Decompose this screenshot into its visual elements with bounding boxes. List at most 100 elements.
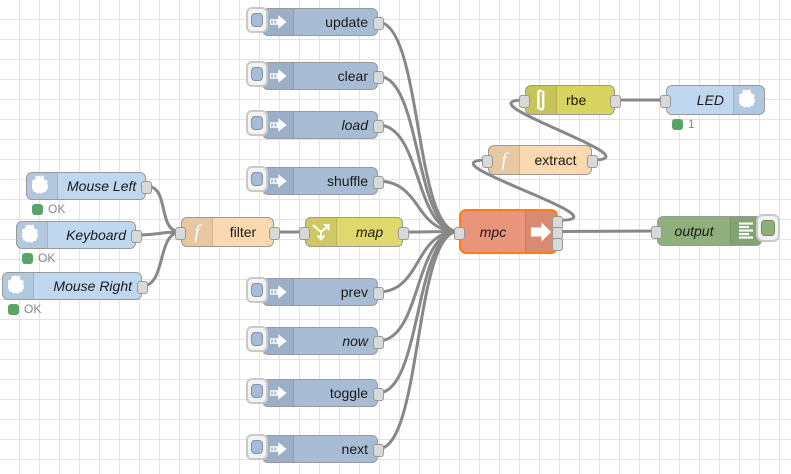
inject-button-update[interactable] <box>246 7 268 33</box>
inject-button-toggle[interactable] <box>246 378 268 404</box>
output-port-prev-0[interactable] <box>373 286 384 300</box>
inject-arrow-icon <box>263 436 294 462</box>
function-f-icon: f <box>489 146 520 174</box>
debug-toggle-button-output[interactable] <box>756 214 780 242</box>
wire-now-to-mpc[interactable] <box>376 230 460 343</box>
node-label-rbe: rbe <box>566 92 587 108</box>
status-dot-icon <box>672 119 683 130</box>
input-port-filter[interactable] <box>175 226 186 240</box>
output-port-load-0[interactable] <box>373 119 384 133</box>
node-next[interactable]: next <box>246 434 384 463</box>
mpc-arrow-icon <box>525 211 556 252</box>
wire-map-to-mpc[interactable] <box>401 230 460 234</box>
node-label-clear: clear <box>337 68 368 84</box>
node-label-mouse-left: Mouse Left <box>67 178 137 194</box>
output-port-keyboard-0[interactable] <box>131 229 142 243</box>
output-port-mpc-2[interactable] <box>552 238 563 252</box>
inject-arrow-icon <box>263 380 294 406</box>
raspberry-pi-icon <box>3 273 34 299</box>
node-prev[interactable]: prev <box>246 277 384 306</box>
node-mouse-right[interactable]: Mouse Right <box>2 272 148 300</box>
inject-arrow-icon <box>263 168 294 194</box>
node-clear[interactable]: clear <box>246 61 384 90</box>
output-port-rbe-0[interactable] <box>610 94 621 108</box>
node-map[interactable]: map <box>299 217 409 247</box>
wire-update-to-mpc[interactable] <box>376 20 460 233</box>
node-load[interactable]: load <box>246 110 384 139</box>
output-port-clear-0[interactable] <box>373 70 384 84</box>
output-port-filter-0[interactable] <box>269 226 280 240</box>
node-label-output: output <box>674 223 714 239</box>
raspberry-pi-icon <box>27 173 58 199</box>
wire-toggle-to-mpc[interactable] <box>376 230 460 395</box>
node-label-toggle: toggle <box>329 385 368 401</box>
inject-arrow-icon <box>263 9 294 35</box>
switch-arrows-icon <box>306 218 337 246</box>
inject-button-prev[interactable] <box>246 277 268 303</box>
status-text: 1 <box>688 117 695 131</box>
output-port-mouse-right-0[interactable] <box>137 280 148 294</box>
svg-text:f: f <box>501 150 509 171</box>
node-shuffle[interactable]: shuffle <box>246 166 384 195</box>
node-toggle[interactable]: toggle <box>246 378 384 407</box>
node-update[interactable]: update <box>246 7 384 36</box>
status-badge-led: 1 <box>672 117 695 131</box>
node-extract[interactable]: f extract <box>482 145 598 175</box>
wire-load-to-mpc[interactable] <box>376 123 460 233</box>
wire-next-to-mpc[interactable] <box>376 230 460 451</box>
status-text: OK <box>48 202 66 216</box>
raspberry-pi-icon <box>733 86 764 114</box>
status-dot-icon <box>32 204 43 215</box>
inject-button-clear[interactable] <box>246 61 268 87</box>
input-port-mpc[interactable] <box>454 227 465 240</box>
input-port-led[interactable] <box>660 94 671 108</box>
node-label-mpc: mpc <box>479 223 507 240</box>
wire-mpc-to-output[interactable] <box>557 229 659 233</box>
output-port-update-0[interactable] <box>373 16 384 30</box>
output-port-extract-0[interactable] <box>587 154 598 168</box>
output-port-map-0[interactable] <box>398 226 409 240</box>
node-led[interactable]: LED <box>660 85 765 115</box>
status-badge-mouse-right: OK <box>8 303 41 315</box>
node-label-filter: filter <box>229 224 257 240</box>
inject-button-knob <box>251 384 263 398</box>
node-label-extract: extract <box>534 152 577 168</box>
input-port-map[interactable] <box>299 226 310 240</box>
wire-clear-to-mpc[interactable] <box>376 74 460 233</box>
node-now[interactable]: now <box>246 326 384 355</box>
node-label-map: map <box>355 224 384 240</box>
node-keyboard[interactable]: Keyboard <box>16 221 142 249</box>
output-port-shuffle-0[interactable] <box>373 175 384 189</box>
inject-button-now[interactable] <box>246 326 268 352</box>
status-text: OK <box>38 251 56 265</box>
inject-button-shuffle[interactable] <box>246 166 268 192</box>
inject-button-knob <box>251 283 263 297</box>
status-dot-icon <box>8 304 19 315</box>
output-port-now-0[interactable] <box>373 335 384 349</box>
node-mouse-left[interactable]: Mouse Left <box>26 172 152 200</box>
inject-arrow-icon <box>263 63 294 89</box>
wire-mouse-right-to-filter[interactable] <box>140 230 183 288</box>
inject-arrow-icon <box>263 328 294 354</box>
node-output[interactable]: output <box>651 214 780 246</box>
node-rbe[interactable]: rbe <box>519 85 621 115</box>
inject-button-knob <box>251 332 263 346</box>
node-mpc[interactable]: mpc <box>454 209 563 254</box>
node-label-shuffle: shuffle <box>327 173 368 189</box>
output-port-mouse-left-0[interactable] <box>141 180 152 194</box>
inject-button-load[interactable] <box>246 110 268 136</box>
input-port-output[interactable] <box>651 225 662 239</box>
input-port-rbe[interactable] <box>519 94 530 108</box>
output-port-toggle-0[interactable] <box>373 387 384 401</box>
inject-button-next[interactable] <box>246 434 268 460</box>
inject-arrow-icon <box>263 279 294 305</box>
node-label-load: load <box>341 117 368 133</box>
node-label-update: update <box>325 14 368 30</box>
debug-toggle-knob <box>761 220 775 236</box>
output-port-next-0[interactable] <box>373 443 384 457</box>
input-port-extract[interactable] <box>482 154 493 168</box>
debug-lines-icon <box>730 217 761 245</box>
status-dot-icon <box>22 253 33 264</box>
